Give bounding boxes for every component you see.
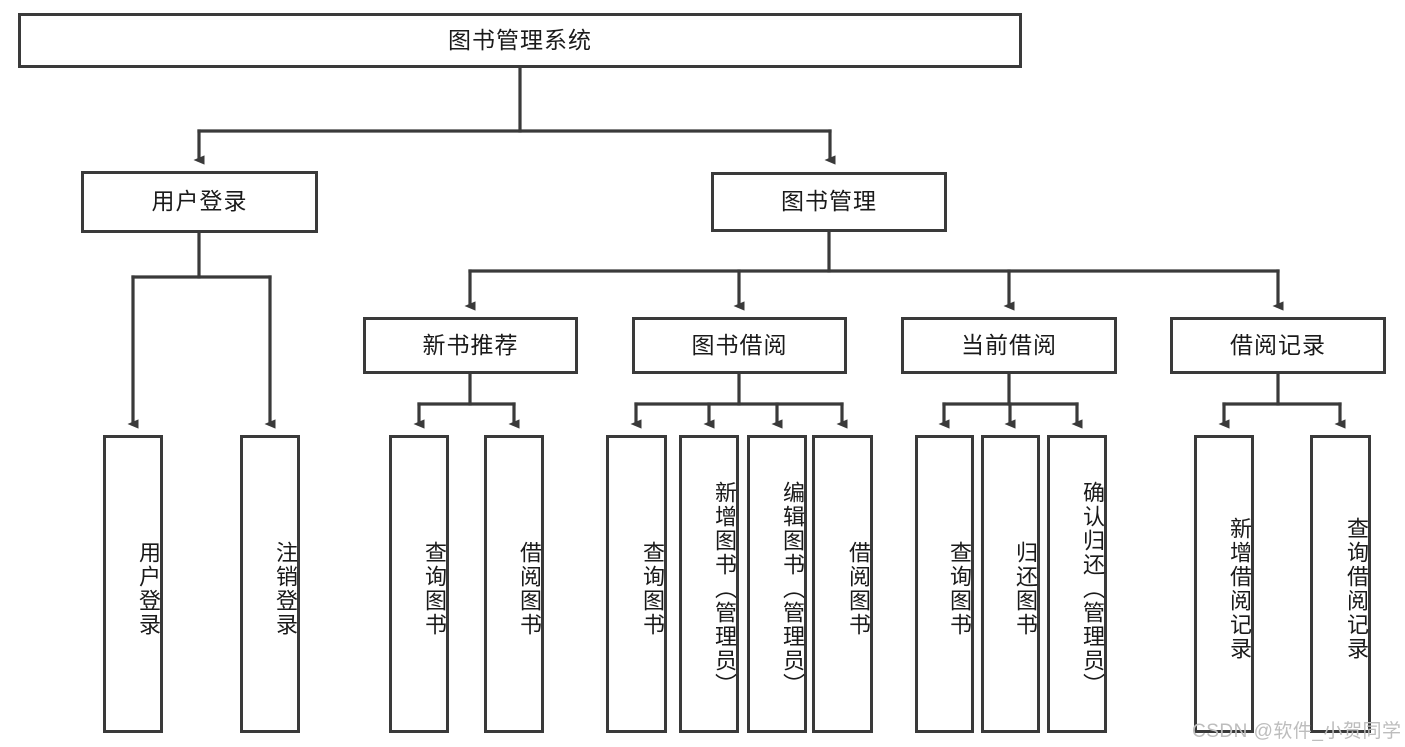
leaf-label: 归还图书 xyxy=(1013,541,1038,637)
leaf-label: 确认归还（管理员） xyxy=(1080,481,1105,697)
node-user-login-label: 用户登录 xyxy=(151,188,248,215)
leaf-add-book-admin[interactable]: 新增图书（管理员） xyxy=(679,435,739,733)
leaf-query-book-borrow[interactable]: 查询图书 xyxy=(606,435,667,733)
node-book-management-label: 图书管理 xyxy=(781,188,877,215)
leaf-add-borrow-record[interactable]: 新增借阅记录 xyxy=(1194,435,1254,733)
leaf-label: 查询图书 xyxy=(947,541,972,637)
leaf-label: 借阅图书 xyxy=(846,541,871,637)
leaf-return-book[interactable]: 归还图书 xyxy=(981,435,1040,733)
node-borrow-record[interactable]: 借阅记录 xyxy=(1170,317,1386,374)
leaf-label: 查询图书 xyxy=(422,541,447,637)
leaf-label: 查询图书 xyxy=(640,541,665,637)
leaf-label: 借阅图书 xyxy=(517,541,542,637)
leaf-label: 用户登录 xyxy=(136,541,161,637)
leaf-confirm-return-admin[interactable]: 确认归还（管理员） xyxy=(1047,435,1107,733)
node-root[interactable]: 图书管理系统 xyxy=(18,13,1022,68)
node-new-book-recommend[interactable]: 新书推荐 xyxy=(363,317,578,374)
leaf-label: 新增图书（管理员） xyxy=(712,481,737,697)
node-user-login[interactable]: 用户登录 xyxy=(81,171,318,233)
leaf-borrow-book-recommend[interactable]: 借阅图书 xyxy=(484,435,544,733)
leaf-label: 新增借阅记录 xyxy=(1227,517,1252,661)
node-new-book-recommend-label: 新书推荐 xyxy=(422,331,519,358)
node-book-borrow[interactable]: 图书借阅 xyxy=(632,317,847,374)
watermark: CSDN @软件_小贺同学 xyxy=(1192,721,1402,742)
leaf-edit-book-admin[interactable]: 编辑图书（管理员） xyxy=(747,435,807,733)
node-borrow-record-label: 借阅记录 xyxy=(1230,331,1326,358)
node-current-borrow[interactable]: 当前借阅 xyxy=(901,317,1117,374)
node-root-label: 图书管理系统 xyxy=(448,26,592,53)
leaf-borrow-book[interactable]: 借阅图书 xyxy=(812,435,873,733)
node-book-management[interactable]: 图书管理 xyxy=(711,172,947,232)
leaf-label: 编辑图书（管理员） xyxy=(780,481,805,697)
leaf-user-login[interactable]: 用户登录 xyxy=(103,435,163,733)
node-current-borrow-label: 当前借阅 xyxy=(961,331,1057,358)
leaf-query-borrow-record[interactable]: 查询借阅记录 xyxy=(1310,435,1371,733)
leaf-query-book-current[interactable]: 查询图书 xyxy=(915,435,974,733)
leaf-query-book-recommend[interactable]: 查询图书 xyxy=(389,435,449,733)
leaf-label: 注销登录 xyxy=(273,541,298,637)
leaf-label: 查询借阅记录 xyxy=(1344,517,1369,661)
leaf-logout[interactable]: 注销登录 xyxy=(240,435,300,733)
node-book-borrow-label: 图书借阅 xyxy=(691,331,788,358)
